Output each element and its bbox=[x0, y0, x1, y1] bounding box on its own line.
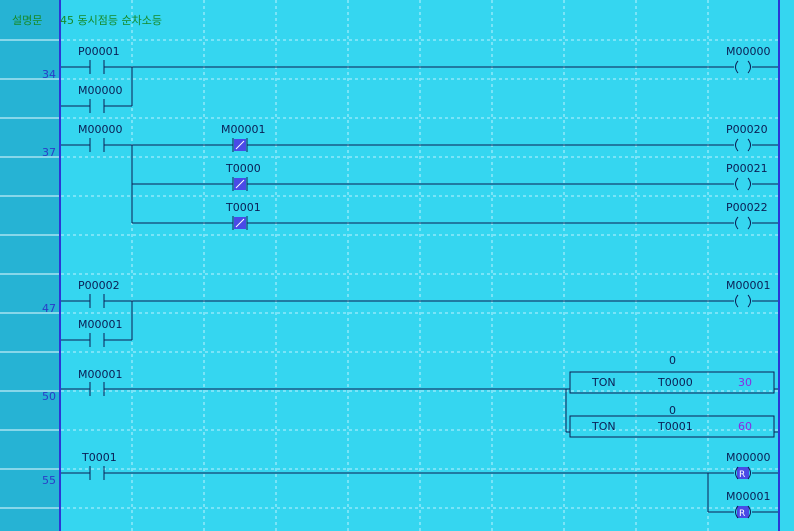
contact-no[interactable]: M00000 bbox=[78, 84, 122, 113]
contact-no[interactable]: M00000 bbox=[78, 123, 122, 152]
contact-label: M00000 bbox=[78, 123, 122, 136]
comment-prefix: 설명문 bbox=[12, 14, 42, 27]
timer-instruction: TON bbox=[591, 376, 616, 389]
contact-no[interactable]: P00001 bbox=[78, 45, 120, 74]
contact-nc[interactable]: T0000 bbox=[225, 162, 261, 191]
timer-instruction: TON bbox=[591, 420, 616, 433]
rung-47[interactable]: P00002 M00001 M00001 bbox=[61, 279, 778, 347]
contact-label: M00001 bbox=[78, 368, 122, 381]
timer-device: T0000 bbox=[657, 376, 693, 389]
contact-no[interactable]: T0001 bbox=[81, 451, 117, 480]
coil[interactable]: P00021 bbox=[726, 162, 768, 191]
coil[interactable]: M00000 bbox=[726, 45, 770, 74]
step-number: 47 bbox=[42, 302, 56, 315]
contact-no[interactable]: M00001 bbox=[78, 318, 122, 347]
timer-preset: 30 bbox=[738, 376, 752, 389]
timer-preset: 60 bbox=[738, 420, 752, 433]
contact-label: M00001 bbox=[78, 318, 122, 331]
contact-label: T0001 bbox=[81, 451, 117, 464]
reset-coil[interactable]: R M00000 bbox=[726, 451, 770, 480]
timer-current-value: 0 bbox=[669, 404, 676, 417]
rung-37[interactable]: M00000 M00001 T0000 T0001 P00020 P00021 bbox=[61, 123, 778, 230]
rung-55[interactable]: T0001 R M00000 R M00001 bbox=[61, 451, 778, 519]
contact-label: T0001 bbox=[225, 201, 261, 214]
reset-coil[interactable]: R M00001 bbox=[726, 490, 770, 519]
coil-label: M00000 bbox=[726, 451, 770, 464]
comment-text[interactable]: 45 동시점등 순차소등 bbox=[60, 14, 162, 27]
coil-label: P00022 bbox=[726, 201, 768, 214]
timer-block[interactable]: 0 TON T0000 30 bbox=[569, 354, 775, 394]
right-power-rail bbox=[778, 0, 780, 531]
contact-label: T0000 bbox=[225, 162, 261, 175]
coil-label: P00020 bbox=[726, 123, 768, 136]
step-gutter bbox=[0, 0, 59, 531]
contact-label: P00001 bbox=[78, 45, 120, 58]
contact-nc[interactable]: M00001 bbox=[221, 123, 265, 152]
contact-label: M00000 bbox=[78, 84, 122, 97]
coil[interactable]: M00001 bbox=[726, 279, 770, 308]
gutter-row-separators bbox=[0, 39, 59, 509]
rung-50[interactable]: M00001 0 TON T0000 30 0 TON T0001 60 bbox=[61, 354, 778, 438]
coil-label: P00021 bbox=[726, 162, 768, 175]
coil-label: M00001 bbox=[726, 279, 770, 292]
contact-no[interactable]: M00001 bbox=[78, 368, 122, 396]
reset-symbol: R bbox=[739, 509, 745, 519]
coil-label: M00001 bbox=[726, 490, 770, 503]
step-number: 50 bbox=[42, 390, 56, 403]
contact-nc[interactable]: T0001 bbox=[225, 201, 261, 230]
left-power-rail bbox=[59, 0, 61, 531]
contact-no[interactable]: P00002 bbox=[78, 279, 120, 308]
step-number: 34 bbox=[42, 68, 56, 81]
timer-device: T0001 bbox=[657, 420, 693, 433]
step-number: 55 bbox=[42, 474, 56, 487]
step-number: 37 bbox=[42, 146, 56, 159]
contact-label: P00002 bbox=[78, 279, 120, 292]
coil[interactable]: P00022 bbox=[726, 201, 768, 230]
reset-symbol: R bbox=[739, 470, 745, 480]
contact-label: M00001 bbox=[221, 123, 265, 136]
coil[interactable]: P00020 bbox=[726, 123, 768, 152]
rung-34[interactable]: P00001 M00000 M00000 bbox=[61, 45, 778, 113]
coil-label: M00000 bbox=[726, 45, 770, 58]
grid-lines bbox=[61, 0, 778, 531]
timer-current-value: 0 bbox=[669, 354, 676, 367]
timer-block[interactable]: 0 TON T0001 60 bbox=[569, 404, 775, 438]
